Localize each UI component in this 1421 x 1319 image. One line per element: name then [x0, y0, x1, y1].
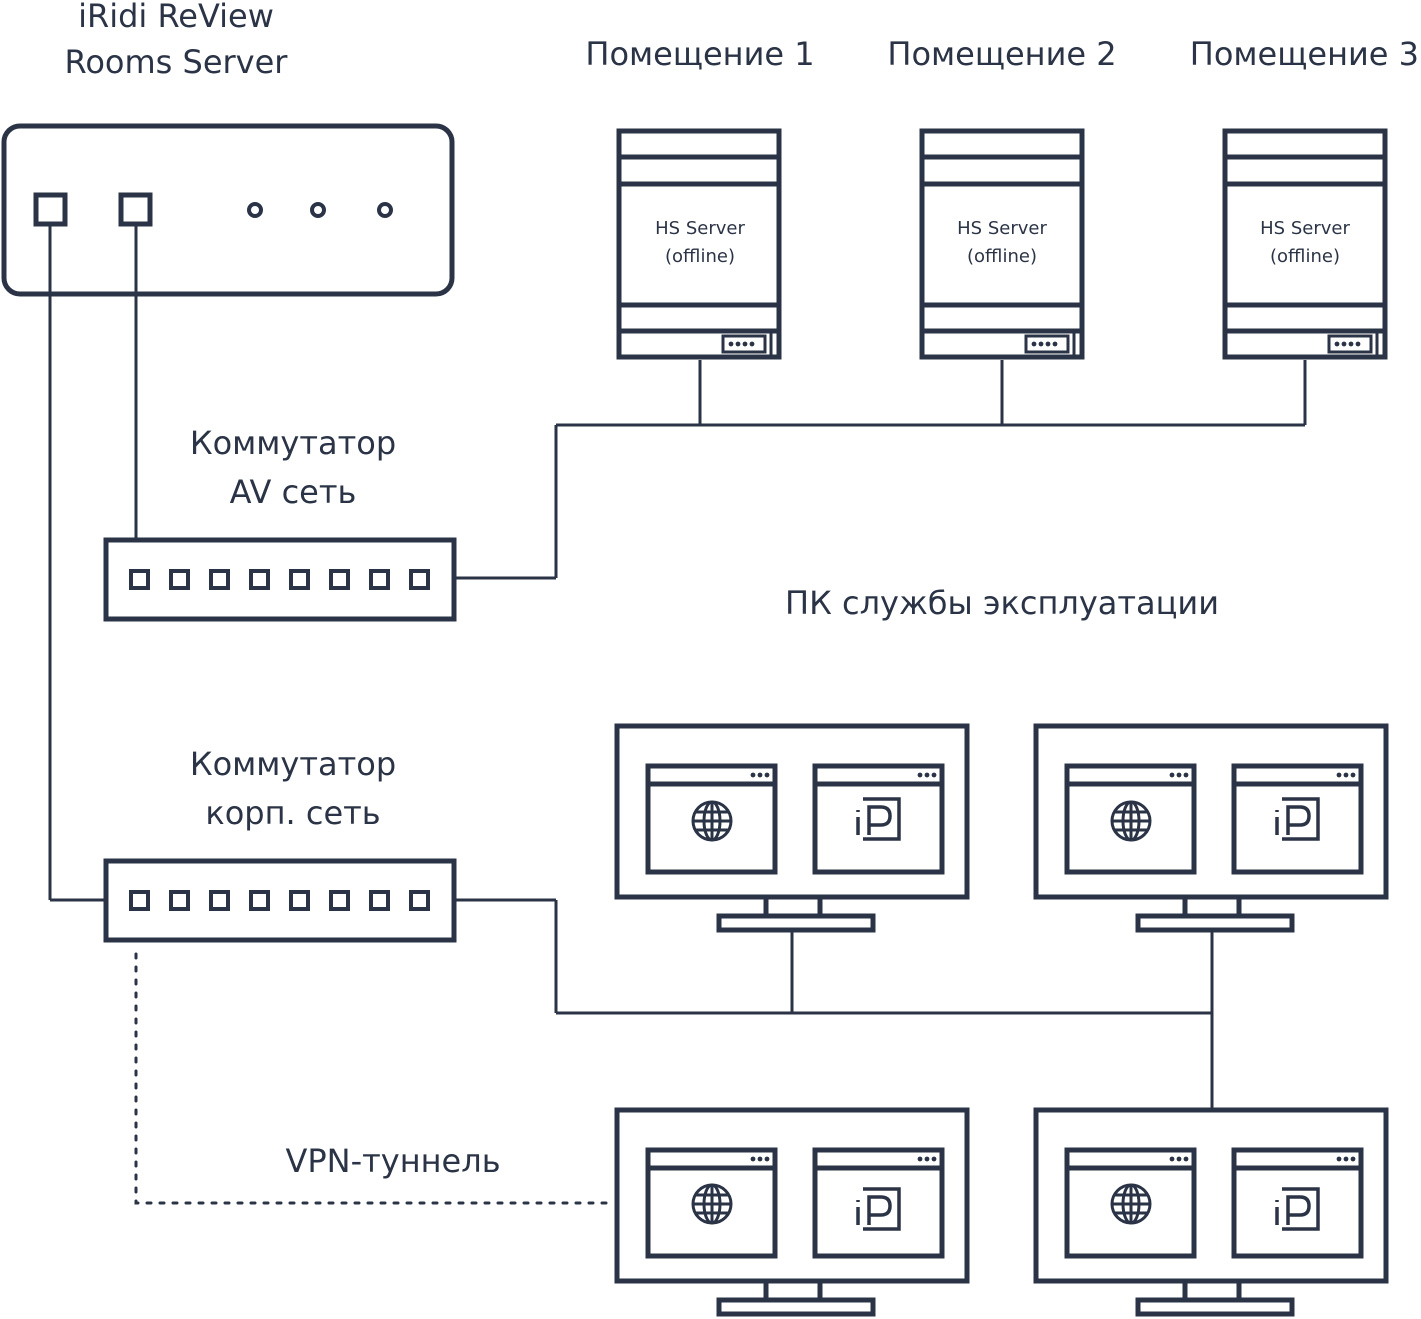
connection-lines — [48, 224, 1307, 1108]
ops-pc-3 — [617, 1110, 967, 1314]
room-server-2-status: (offline) — [967, 246, 1037, 267]
ops-pc-2 — [1036, 726, 1386, 930]
room-server-1-name: HS Server — [655, 218, 745, 239]
iridi-logo-icon — [856, 1187, 901, 1231]
iridi-logo-icon — [856, 797, 901, 841]
review-server-title-line2: Rooms Server — [64, 43, 288, 81]
av-switch-label-line2: AV сеть — [229, 473, 357, 511]
ops-pc-4 — [1036, 1110, 1386, 1314]
review-server-title-line1: iRidi ReView — [78, 0, 274, 35]
room-server-1 — [619, 131, 779, 357]
room-server-3-status: (offline) — [1270, 246, 1340, 267]
room-label-2: Помещение 2 — [887, 35, 1117, 73]
vpn-tunnel-line — [134, 952, 616, 1205]
room-server-3-name: HS Server — [1260, 218, 1350, 239]
globe-icon — [1110, 800, 1152, 842]
corp-switch-label-line2: корп. сеть — [205, 794, 381, 832]
room-label-1: Помещение 1 — [585, 35, 815, 73]
ops-pcs-label: ПК службы эксплуатации — [785, 584, 1219, 622]
vpn-tunnel-label: VPN-туннель — [285, 1142, 501, 1180]
globe-icon — [691, 1183, 733, 1225]
iridi-logo-icon — [1275, 1187, 1320, 1231]
room-server-2 — [922, 131, 1082, 357]
room-server-2-name: HS Server — [957, 218, 1047, 239]
room-server-1-status: (offline) — [665, 246, 735, 267]
iridi-logo-icon — [1275, 797, 1320, 841]
av-switch-label-line1: Коммутатор — [189, 424, 397, 462]
room-server-3 — [1225, 131, 1385, 357]
av-switch-device — [103, 537, 457, 622]
room-label-3: Помещение 3 — [1189, 35, 1419, 73]
globe-icon — [691, 800, 733, 842]
corp-switch-device — [103, 858, 457, 943]
globe-icon — [1110, 1183, 1152, 1225]
corp-switch-label-line1: Коммутатор — [189, 745, 397, 783]
review-server-device — [1, 123, 455, 297]
ops-pc-1 — [617, 726, 967, 930]
